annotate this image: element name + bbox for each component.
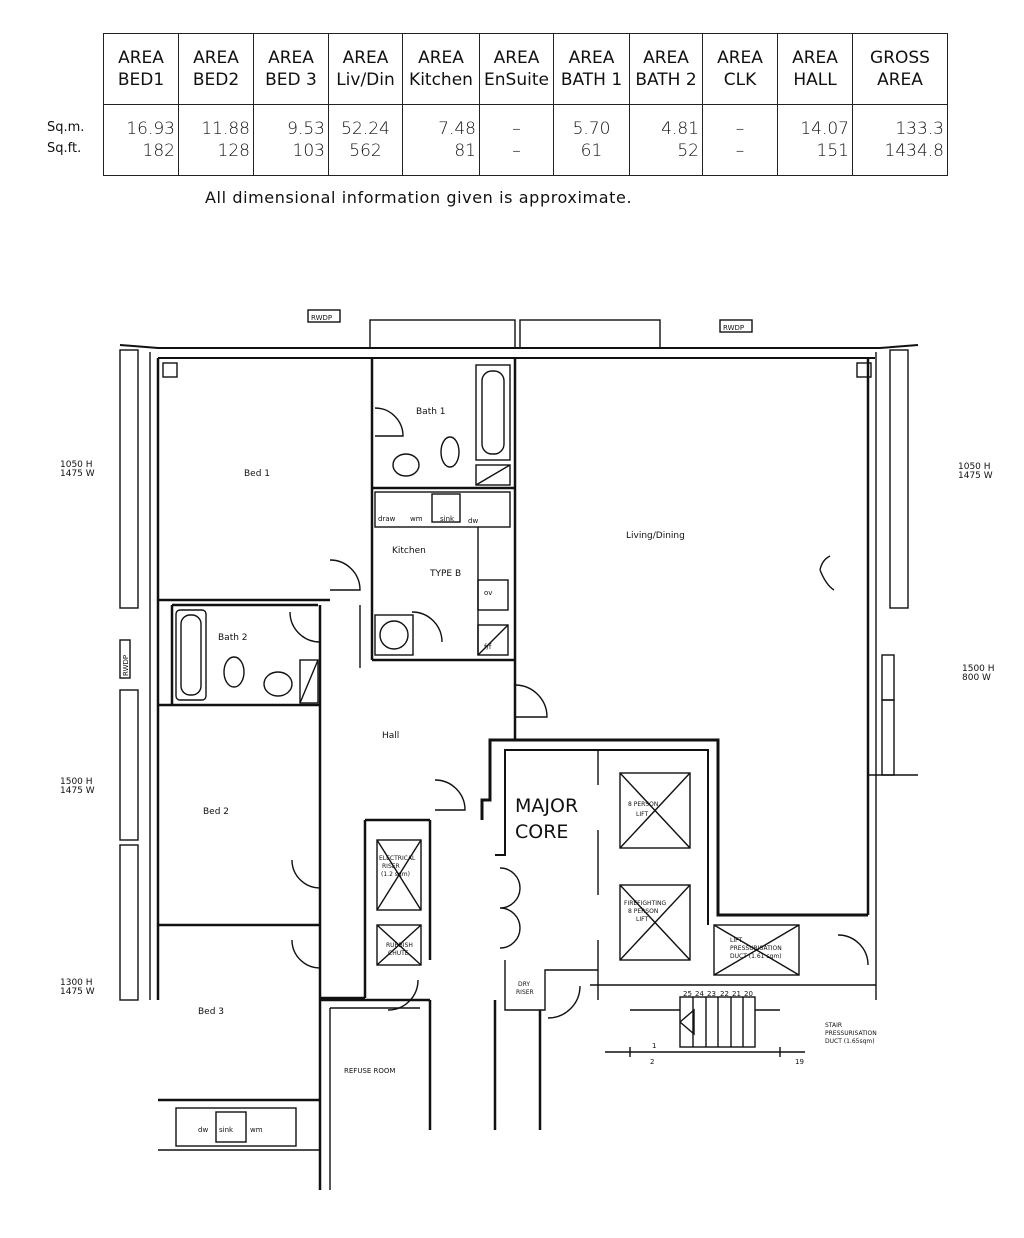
header-bed3: AREA BED 3 [253,33,329,105]
value-livdin: 52.24 562 [328,104,403,176]
label-major: MAJOR [515,795,578,817]
dim-right-1a: 1050 H [958,462,991,472]
plan-walls [119,309,919,1190]
bed3-sink: sink [219,1126,234,1134]
bed3-dw: dw [198,1126,208,1134]
header-hall: AREA HALL [777,33,853,105]
label-core: CORE [515,821,568,843]
fitting-wm: wm [410,515,423,523]
fitting-ov: ov [484,589,492,597]
core-labels: 8 PERSON LIFT FIREFIGHTING 8 PERSON LIFT… [379,801,877,1045]
dry-label-1: DRY [518,981,530,988]
dim-left-3b: 1475 W [60,987,95,997]
elec-label-2: RISER [382,863,400,870]
dim-left-3a: 1300 H [60,978,93,988]
stair-19: 19 [795,1058,804,1066]
rwdp-labels: RWDP RWDP RWDP [122,314,744,676]
fitting-draw: draw [378,515,396,523]
value-bath2: 4.81 52 [629,104,703,176]
label-type: TYPE B [429,569,461,579]
chute-label-1: RUBBISH [386,942,413,949]
row-label-sqm: Sq.m. [47,120,85,135]
value-gross: 133.3 1434.8 [852,104,948,176]
area-header-row: AREA BED1 AREA BED2 AREA BED 3 AREA Liv/… [103,33,948,105]
area-table: AREA BED1 AREA BED2 AREA BED 3 AREA Liv/… [103,33,948,176]
dim-left-2a: 1500 H [60,777,93,787]
label-bed1: Bed 1 [244,469,270,479]
label-bed3: Bed 3 [198,1007,224,1017]
rwdp-left: RWDP [122,655,130,676]
value-clk: – – [702,104,778,176]
label-refuse: REFUSE ROOM [344,1067,395,1075]
lp-label-2: PRESSURISATION [730,945,782,952]
row-labels: Sq.m. Sq.ft. [47,117,84,159]
dim-left-1a: 1050 H [60,460,93,470]
header-livdin: AREA Liv/Din [328,33,403,105]
rwdp-top-left: RWDP [311,314,332,322]
dim-right-2b: 800 W [962,673,991,683]
fitting-dw: dw [468,517,478,525]
approximate-note: All dimensional information given is app… [205,188,633,207]
bed3-wm: wm [250,1126,263,1134]
window-dimensions: 1050 H 1475 W 1500 H 1475 W 1300 H 1475 … [60,460,995,997]
room-labels: Bed 1 Bed 2 Bed 3 Bath 1 Bath 2 Kitchen … [198,407,685,1075]
dim-right-2a: 1500 H [962,664,995,674]
label-bath2: Bath 2 [218,633,248,643]
area-values-row: 16.93 182 11.88 128 9.53 103 52.24 562 7… [103,104,948,176]
stair-20: 20 [744,990,753,998]
value-bed2: 11.88 128 [178,104,254,176]
dim-right-1b: 1475 W [958,471,993,481]
header-bed1: AREA BED1 [103,33,179,105]
ff-lift-label-1: FIREFIGHTING [624,900,666,907]
header-ensuite: AREA EnSuite [479,33,554,105]
value-kitchen: 7.48 81 [402,104,480,176]
fitting-labels: draw wm sink dw ov f/f dw sink wm [198,515,492,1134]
sp-label-2: PRESSURISATION [825,1030,877,1037]
stair-21: 21 [732,990,741,998]
stair-23: 23 [707,990,716,998]
label-hall: Hall [382,731,399,741]
header-clk: AREA CLK [702,33,778,105]
sp-label-1: STAIR [825,1022,842,1029]
lp-label-3: DUCT (1.61 sqm) [730,953,782,960]
fitting-sink: sink [440,515,455,523]
stair-25: 25 [683,990,692,998]
dry-label-2: RISER [516,989,534,996]
chute-label-2: CHUTE [388,950,409,957]
rwdp-top-right: RWDP [723,324,744,332]
lift-label-2: LIFT [636,811,648,818]
elec-label-1: ELECTRICAL [379,855,416,862]
value-bed3: 9.53 103 [253,104,329,176]
label-kitchen: Kitchen [392,546,426,556]
label-bed2: Bed 2 [203,807,229,817]
header-bath2: AREA BATH 2 [629,33,703,105]
ff-lift-label-3: LIFT [636,916,648,923]
stair-1: 1 [652,1042,656,1050]
dim-left-2b: 1475 W [60,786,95,796]
ff-lift-label-2: 8 PERSON [628,908,658,915]
value-ensuite: – – [479,104,554,176]
header-kitchen: AREA Kitchen [402,33,480,105]
header-gross: GROSS AREA [852,33,948,105]
elec-label-3: (1.2 sqm) [381,871,410,878]
label-living: Living/Dining [626,531,685,541]
label-bath1: Bath 1 [416,407,446,417]
lift-label-1: 8 PERSON [628,801,658,808]
stair-22: 22 [720,990,729,998]
stair-2: 2 [650,1058,654,1066]
dim-left-1b: 1475 W [60,469,95,479]
fitting-ff: f/f [484,643,492,651]
lp-label-1: LIFT [730,937,742,944]
sp-label-3: DUCT (1.65sqm) [825,1038,875,1045]
header-bed2: AREA BED2 [178,33,254,105]
value-hall: 14.07 151 [777,104,853,176]
stair-numbers: 25 24 23 22 21 20 2 19 1 [650,990,804,1066]
stair-24: 24 [695,990,704,998]
value-bed1: 16.93 182 [103,104,179,176]
row-label-sqft: Sq.ft. [47,141,82,156]
